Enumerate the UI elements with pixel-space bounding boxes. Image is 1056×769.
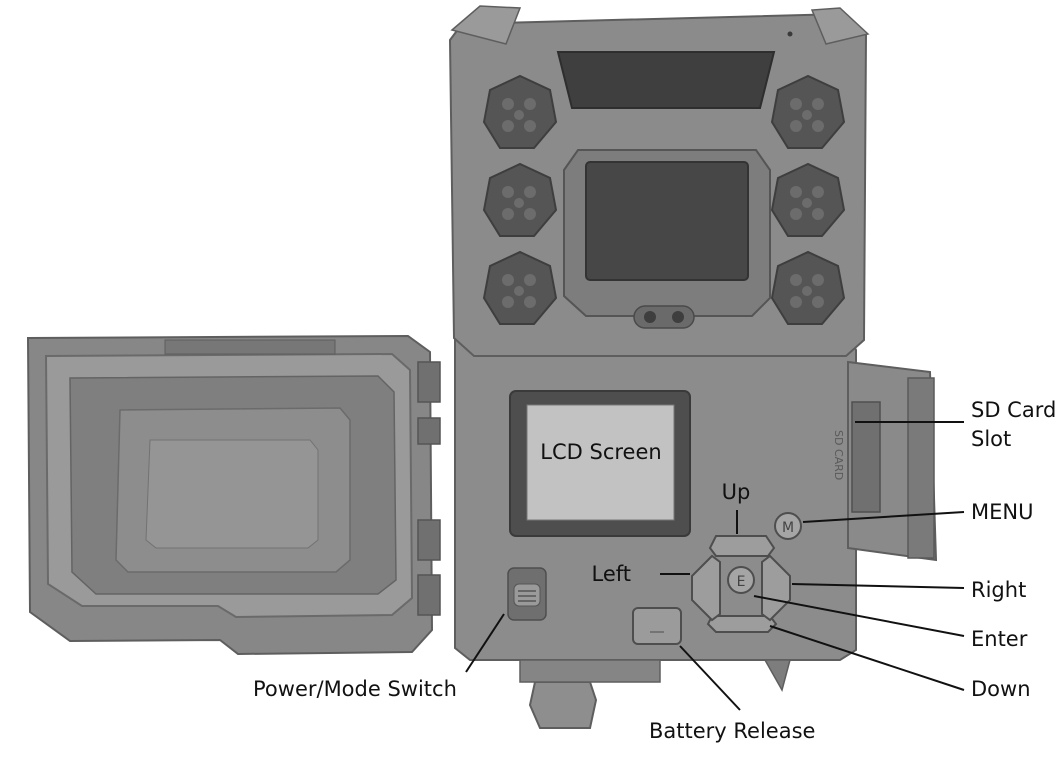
right-button[interactable]: [761, 554, 791, 622]
label-power-mode-switch: Power/Mode Switch: [253, 677, 457, 701]
label-enter: Enter: [971, 627, 1028, 651]
sensor-housing: [448, 5, 870, 357]
status-led: [787, 31, 793, 37]
camera-body: SD CARD E M: [454, 337, 857, 729]
hinge-bottom: [417, 519, 441, 561]
label-down: Down: [971, 677, 1031, 701]
sd-card-side-text: SD CARD: [832, 430, 845, 480]
d-pad: E: [691, 535, 791, 633]
label-sd-card-line2: Slot: [971, 427, 1012, 452]
camera-door: [26, 334, 441, 656]
tripod-mount: [528, 681, 598, 729]
label-lcd-screen: LCD Screen: [540, 440, 662, 464]
enter-glyph: E: [737, 574, 746, 590]
sd-card-slot[interactable]: [847, 360, 938, 562]
pir-sensor: [633, 305, 695, 329]
callout-enter: [753, 595, 965, 637]
label-left: Left: [591, 562, 631, 586]
callout-right: [791, 583, 965, 589]
callout-down: [769, 625, 965, 691]
label-right: Right: [971, 578, 1027, 602]
label-sd-card-slot: SD Card Slot: [971, 398, 1056, 451]
callout-lines: [465, 421, 965, 711]
label-battery-release: Battery Release: [649, 719, 816, 743]
left-button[interactable]: [691, 554, 721, 622]
label-sd-card-line1: SD Card: [971, 398, 1056, 422]
label-up: Up: [721, 480, 751, 504]
callout-battery-release: [679, 645, 741, 711]
up-button[interactable]: [708, 535, 776, 557]
light-sensor-window: [556, 51, 776, 109]
camera-lens-window: [585, 161, 749, 281]
callout-menu: [802, 511, 965, 523]
lcd-screen: [526, 404, 675, 521]
enter-button[interactable]: [727, 566, 755, 594]
menu-button[interactable]: [774, 512, 802, 540]
battery-release-button[interactable]: [632, 607, 682, 645]
label-menu: MENU: [971, 500, 1034, 524]
menu-glyph: M: [782, 520, 794, 536]
callout-power-switch: [465, 613, 505, 673]
down-button[interactable]: [706, 615, 778, 633]
hinge-top: [417, 361, 441, 403]
